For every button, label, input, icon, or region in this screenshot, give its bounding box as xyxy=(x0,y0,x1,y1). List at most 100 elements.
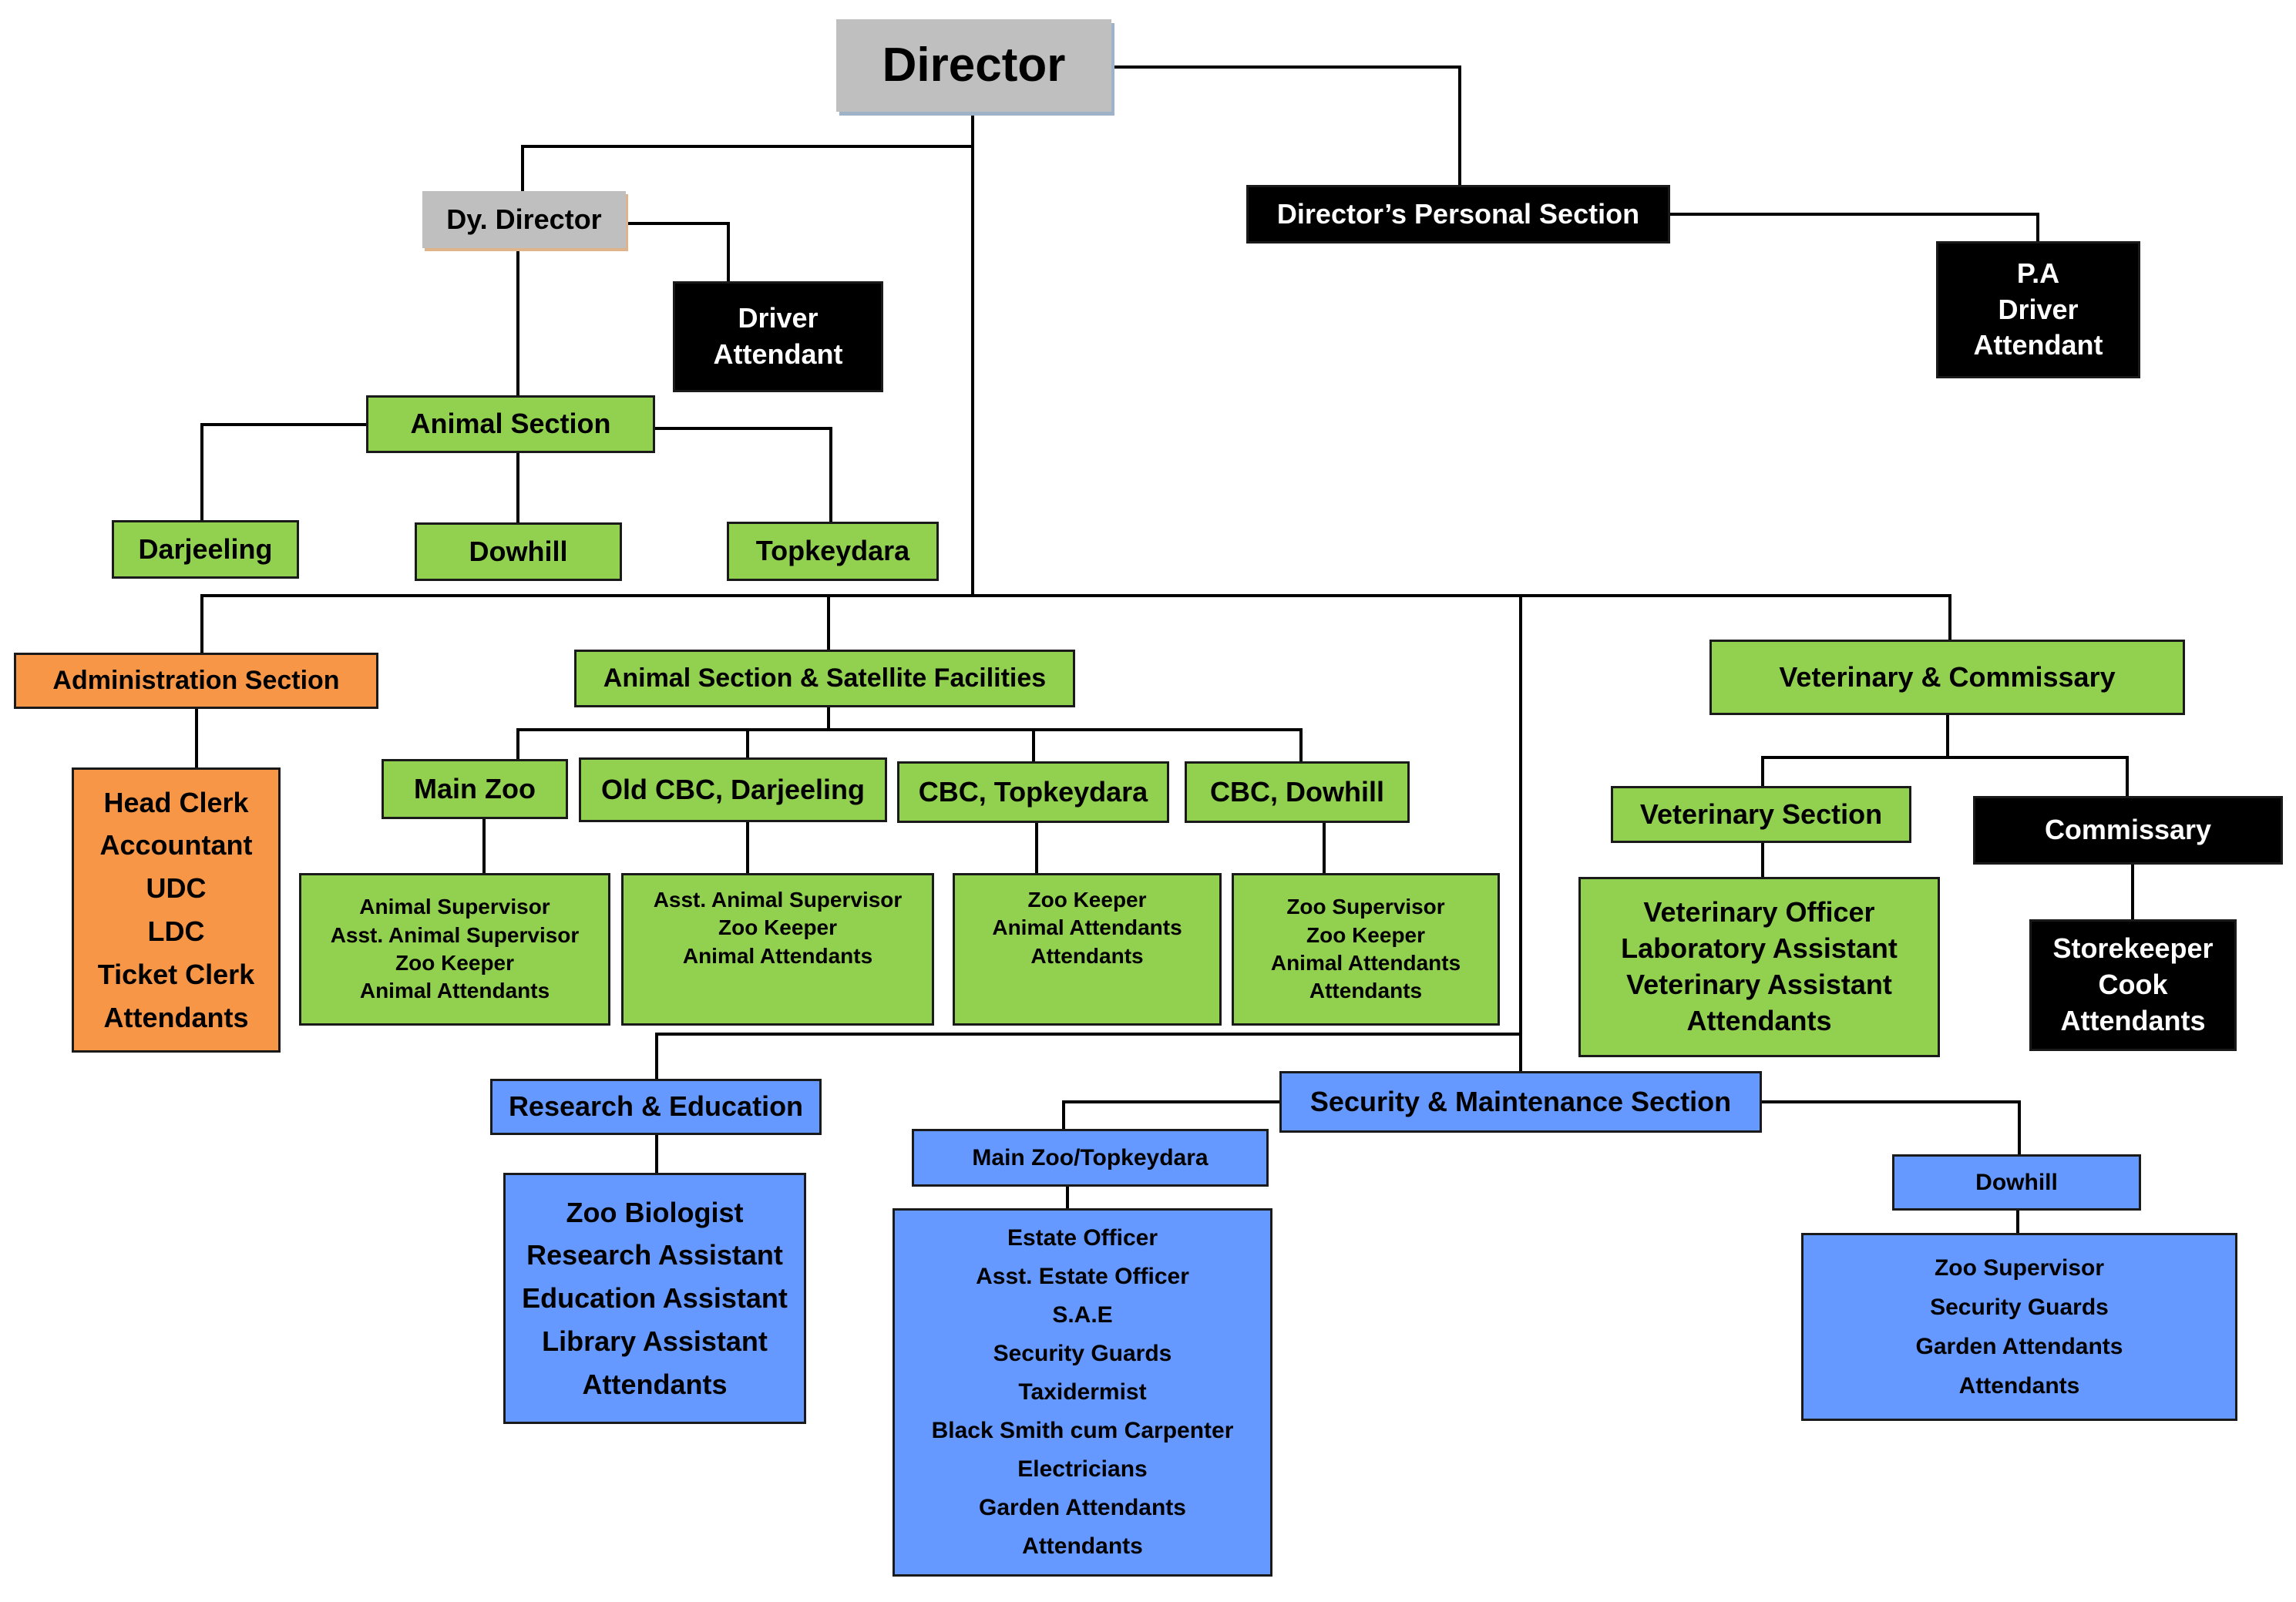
list-item: Zoo Keeper xyxy=(1027,888,1147,912)
list-item: Veterinary Officer xyxy=(1643,896,1875,929)
security-dowhill-label: Dowhill xyxy=(1975,1170,2058,1195)
veterinary-commissary-box: Veterinary & Commissary xyxy=(1709,640,2185,715)
list-item: Education Assistant xyxy=(522,1282,788,1315)
list-item: Taxidermist xyxy=(1018,1379,1147,1405)
list-item: Driver xyxy=(1998,293,2079,325)
old-cbc-staff-box: Asst. Animal Supervisor Zoo Keeper Anima… xyxy=(621,873,934,1026)
main-zoo-staff-box: Animal Supervisor Asst. Animal Superviso… xyxy=(299,873,610,1026)
list-item: Attendant xyxy=(1973,329,2103,361)
list-item: Library Assistant xyxy=(542,1325,768,1357)
satellite-section-label: Animal Section & Satellite Facilities xyxy=(603,663,1047,694)
research-education-label: Research & Education xyxy=(508,1090,804,1123)
dy-director-label: Dy. Director xyxy=(446,203,602,235)
list-item: Storekeeper xyxy=(2052,932,2214,965)
dy-director-box: Dy. Director xyxy=(422,191,626,248)
unit-label: Old CBC, Darjeeling xyxy=(600,773,866,805)
security-main-zoo-label: Main Zoo/Topkeydara xyxy=(972,1145,1209,1170)
cbc-topkeydara-staff-box: Zoo Keeper Animal Attendants Attendants xyxy=(953,873,1222,1026)
unit-cbc-dowhill: CBC, Dowhill xyxy=(1185,761,1410,823)
security-main-staff-box: Estate Officer Asst. Estate Officer S.A.… xyxy=(893,1208,1272,1577)
list-item: Estate Officer xyxy=(1007,1224,1158,1251)
list-item: Attendants xyxy=(1022,1533,1143,1560)
commissary-label: Commissary xyxy=(2044,814,2212,846)
animal-unit-topkeydara: Topkeydara xyxy=(727,522,939,581)
security-main-zoo-box: Main Zoo/Topkeydara xyxy=(912,1129,1269,1187)
list-item: Animal Attendants xyxy=(992,915,1182,940)
commissary-box: Commissary xyxy=(1973,796,2283,865)
list-item: Garden Attendants xyxy=(979,1495,1186,1521)
unit-old-cbc-darjeeling: Old CBC, Darjeeling xyxy=(579,757,887,822)
list-item: Asst. Animal Supervisor xyxy=(653,888,903,912)
list-item: Animal Attendants xyxy=(359,979,550,1003)
unit-main-zoo: Main Zoo xyxy=(382,759,568,819)
list-item: Attendants xyxy=(1309,979,1423,1003)
security-maintenance-box: Security & Maintenance Section xyxy=(1279,1071,1762,1133)
security-dowhill-staff-box: Zoo Supervisor Security Guards Garden At… xyxy=(1801,1233,2237,1421)
list-item: Cook xyxy=(2098,969,2168,1001)
unit-label: CBC, Dowhill xyxy=(1210,775,1384,808)
satellite-section-box: Animal Section & Satellite Facilities xyxy=(574,650,1075,707)
unit-label: Main Zoo xyxy=(414,772,536,804)
list-item: LDC xyxy=(147,915,205,947)
list-item: Attendants xyxy=(582,1368,728,1400)
list-item: Research Assistant xyxy=(526,1239,783,1271)
security-maintenance-label: Security & Maintenance Section xyxy=(1309,1085,1732,1117)
list-item: Animal Attendants xyxy=(682,943,873,968)
research-staff-box: Zoo Biologist Research Assistant Educati… xyxy=(503,1173,806,1424)
administration-label: Administration Section xyxy=(52,666,340,696)
list-item: Head Clerk xyxy=(103,786,249,818)
list-item: Garden Attendants xyxy=(1915,1334,2123,1359)
personal-section-box: Director’s Personal Section xyxy=(1246,185,1670,243)
director-box: Director xyxy=(836,19,1111,112)
animal-section-box: Animal Section xyxy=(366,395,655,453)
administration-staff-box: Head Clerk Accountant UDC LDC Ticket Cle… xyxy=(72,767,281,1053)
animal-unit-label: Dowhill xyxy=(469,535,568,567)
research-education-box: Research & Education xyxy=(490,1079,822,1135)
director-label: Director xyxy=(882,38,1066,92)
list-item: UDC xyxy=(146,872,207,905)
unit-label: CBC, Topkeydara xyxy=(918,775,1148,808)
security-dowhill-box: Dowhill xyxy=(1892,1154,2141,1211)
list-item: Zoo Keeper xyxy=(395,951,515,975)
list-item: Veterinary Assistant xyxy=(1626,969,1892,1000)
list-item: Attendants xyxy=(1030,943,1144,968)
veterinary-staff-box: Veterinary Officer Laboratory Assistant … xyxy=(1578,877,1940,1057)
administration-section-box: Administration Section xyxy=(14,653,378,709)
list-item: P.A xyxy=(2016,257,2060,289)
list-item: Accountant xyxy=(99,829,253,861)
list-item: Attendants xyxy=(103,1001,249,1033)
list-item: Driver xyxy=(738,302,819,334)
list-item: Zoo Biologist xyxy=(566,1196,744,1228)
veterinary-section-box: Veterinary Section xyxy=(1611,786,1911,843)
veterinary-section-label: Veterinary Section xyxy=(1639,798,1883,830)
animal-section-label: Animal Section xyxy=(410,408,611,440)
list-item: Security Guards xyxy=(993,1340,1172,1366)
list-item: Asst. Animal Supervisor xyxy=(330,922,580,947)
animal-unit-darjeeling: Darjeeling xyxy=(112,520,299,579)
list-item: Black Smith cum Carpenter xyxy=(931,1418,1234,1444)
list-item: Attendant xyxy=(713,338,843,370)
personal-staff-box: P.A Driver Attendant xyxy=(1936,241,2140,378)
list-item: Zoo Keeper xyxy=(1306,922,1426,947)
list-item: Animal Supervisor xyxy=(359,895,550,919)
list-item: Laboratory Assistant xyxy=(1621,932,1898,965)
list-item: Zoo Keeper xyxy=(718,915,838,940)
animal-unit-label: Topkeydara xyxy=(755,535,910,567)
list-item: S.A.E xyxy=(1052,1301,1113,1328)
animal-unit-label: Darjeeling xyxy=(138,532,273,565)
unit-cbc-topkeydara: CBC, Topkeydara xyxy=(897,761,1169,823)
animal-unit-dowhill: Dowhill xyxy=(415,522,622,581)
list-item: Security Guards xyxy=(1930,1295,2109,1320)
personal-section-label: Director’s Personal Section xyxy=(1276,197,1640,230)
list-item: Electricians xyxy=(1017,1456,1148,1483)
list-item: Asst. Estate Officer xyxy=(976,1263,1189,1289)
list-item: Zoo Supervisor xyxy=(1286,895,1445,919)
list-item: Ticket Clerk xyxy=(97,958,255,990)
cbc-dowhill-staff-box: Zoo Supervisor Zoo Keeper Animal Attenda… xyxy=(1232,873,1500,1026)
list-item: Attendants xyxy=(1958,1373,2080,1399)
veterinary-commissary-label: Veterinary & Commissary xyxy=(1779,660,2116,693)
list-item: Zoo Supervisor xyxy=(1934,1255,2105,1281)
list-item: Attendants xyxy=(2060,1004,2206,1036)
list-item: Animal Attendants xyxy=(1270,951,1461,975)
